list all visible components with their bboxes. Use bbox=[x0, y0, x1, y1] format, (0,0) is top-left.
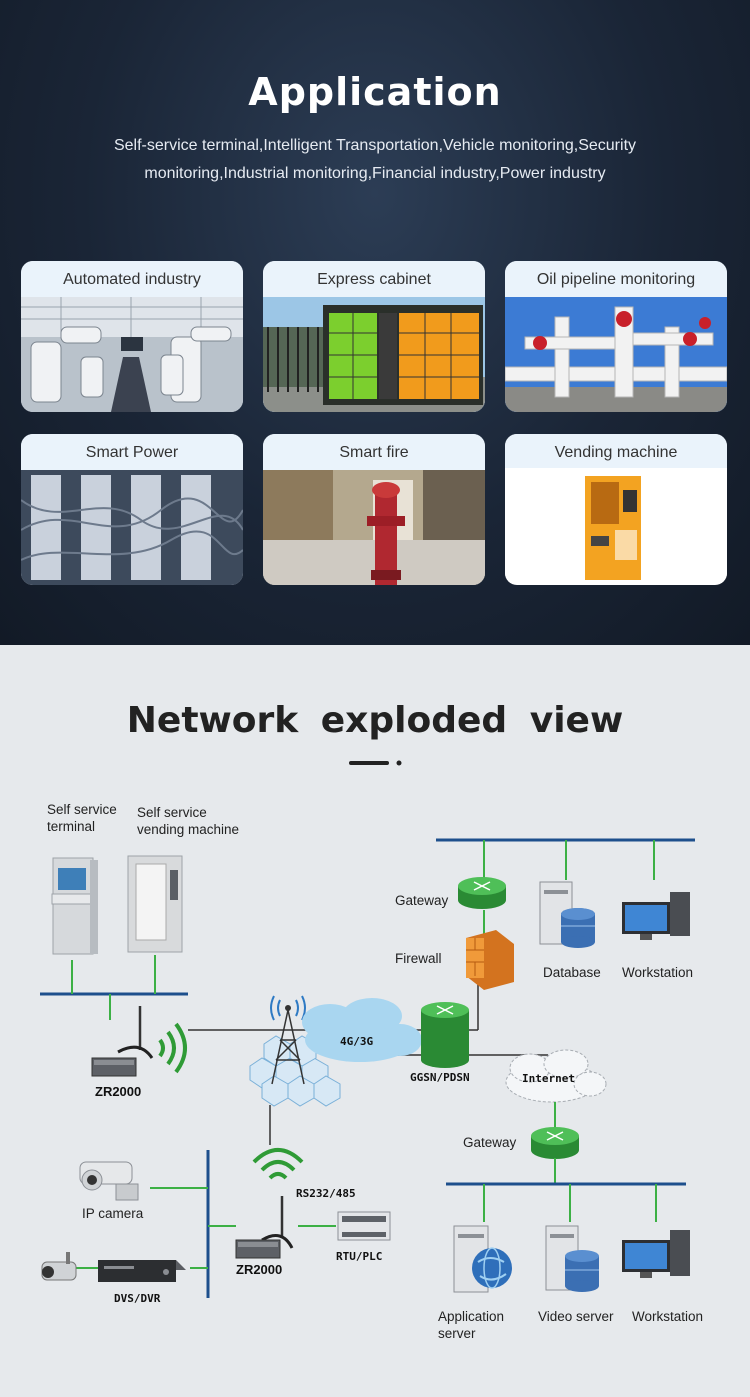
label-rs232: RS232/485 bbox=[296, 1187, 356, 1200]
internet-cloud-icon bbox=[505, 1049, 607, 1103]
label-zr2000-bottom: ZR2000 bbox=[236, 1262, 283, 1277]
label-dvs-dvr: DVS/DVR bbox=[114, 1292, 161, 1305]
application-server-icon bbox=[453, 1225, 512, 1293]
card-automated-industry[interactable]: Automated industry bbox=[21, 261, 243, 412]
label-self-service-vending: Self service vending machine bbox=[137, 805, 240, 837]
wireless-signal-icon bbox=[158, 1022, 187, 1074]
gateway-router-icon bbox=[531, 1127, 579, 1159]
video-server-icon bbox=[545, 1225, 599, 1292]
wireless-signal-icon bbox=[252, 1148, 304, 1180]
application-description: Self-service terminal,Intelligent Transp… bbox=[113, 137, 637, 182]
workstation-icon bbox=[622, 892, 690, 940]
oil-pipeline-image bbox=[505, 297, 727, 412]
title-underline-dot bbox=[396, 760, 402, 766]
gateway-router-icon bbox=[458, 877, 506, 909]
rtu-plc-icon bbox=[337, 1211, 391, 1241]
zr2000-router-icon bbox=[91, 1006, 154, 1077]
card-smart-power[interactable]: Smart Power bbox=[21, 434, 243, 585]
label-internet: Internet bbox=[522, 1072, 575, 1085]
label-4g-3g: 4G/3G bbox=[340, 1035, 374, 1048]
label-workstation-top: Workstation bbox=[622, 965, 694, 980]
ip-camera-icon bbox=[79, 1161, 139, 1201]
card-label: Express cabinet bbox=[263, 261, 485, 297]
zr2000-router-icon bbox=[235, 1196, 294, 1259]
card-label: Smart fire bbox=[263, 434, 485, 470]
application-title: Application bbox=[248, 70, 502, 114]
card-vending-machine[interactable]: Vending machine bbox=[505, 434, 727, 585]
label-workstation-bottom: Workstation bbox=[632, 1309, 704, 1324]
workstation-icon bbox=[622, 1230, 690, 1278]
atm-terminal-icon bbox=[51, 857, 98, 955]
label-gateway-bottom: Gateway bbox=[463, 1135, 517, 1150]
database-server-icon bbox=[539, 881, 595, 948]
vending-machine-image bbox=[505, 468, 727, 583]
label-ggsn-pdsn: GGSN/PDSN bbox=[410, 1071, 470, 1084]
network-title: Network exploded view bbox=[126, 700, 624, 741]
robot-arms-image bbox=[21, 297, 243, 412]
label-zr2000-top: ZR2000 bbox=[95, 1084, 142, 1099]
card-oil-pipeline[interactable]: Oil pipeline monitoring bbox=[505, 261, 727, 412]
fire-hydrant-image bbox=[263, 470, 485, 585]
label-self-service-terminal: Self service terminal bbox=[47, 802, 117, 834]
card-express-cabinet[interactable]: Express cabinet bbox=[263, 261, 485, 412]
label-database: Database bbox=[543, 965, 601, 980]
express-cabinet-image bbox=[263, 297, 485, 412]
label-video-server: Video server bbox=[538, 1309, 614, 1324]
security-camera-icon bbox=[41, 1252, 77, 1281]
label-firewall: Firewall bbox=[395, 951, 442, 966]
title-underline bbox=[349, 761, 389, 765]
card-label: Automated industry bbox=[21, 261, 243, 297]
dvr-icon bbox=[98, 1260, 186, 1282]
card-label: Smart Power bbox=[21, 434, 243, 470]
label-rtu-plc: RTU/PLC bbox=[336, 1250, 383, 1263]
label-application-server: Application server bbox=[438, 1309, 505, 1341]
card-smart-fire[interactable]: Smart fire bbox=[263, 434, 485, 585]
cell-tower-icon bbox=[249, 995, 341, 1107]
ggsn-router-icon bbox=[421, 1002, 469, 1068]
firewall-icon bbox=[466, 930, 514, 990]
label-gateway-top: Gateway bbox=[395, 893, 449, 908]
label-ip-camera: IP camera bbox=[82, 1206, 144, 1221]
smart-power-image bbox=[21, 470, 243, 585]
cloud-4g-icon bbox=[302, 998, 422, 1062]
card-label: Vending machine bbox=[505, 434, 727, 468]
vending-machine-icon bbox=[127, 855, 183, 953]
card-label: Oil pipeline monitoring bbox=[505, 261, 727, 297]
